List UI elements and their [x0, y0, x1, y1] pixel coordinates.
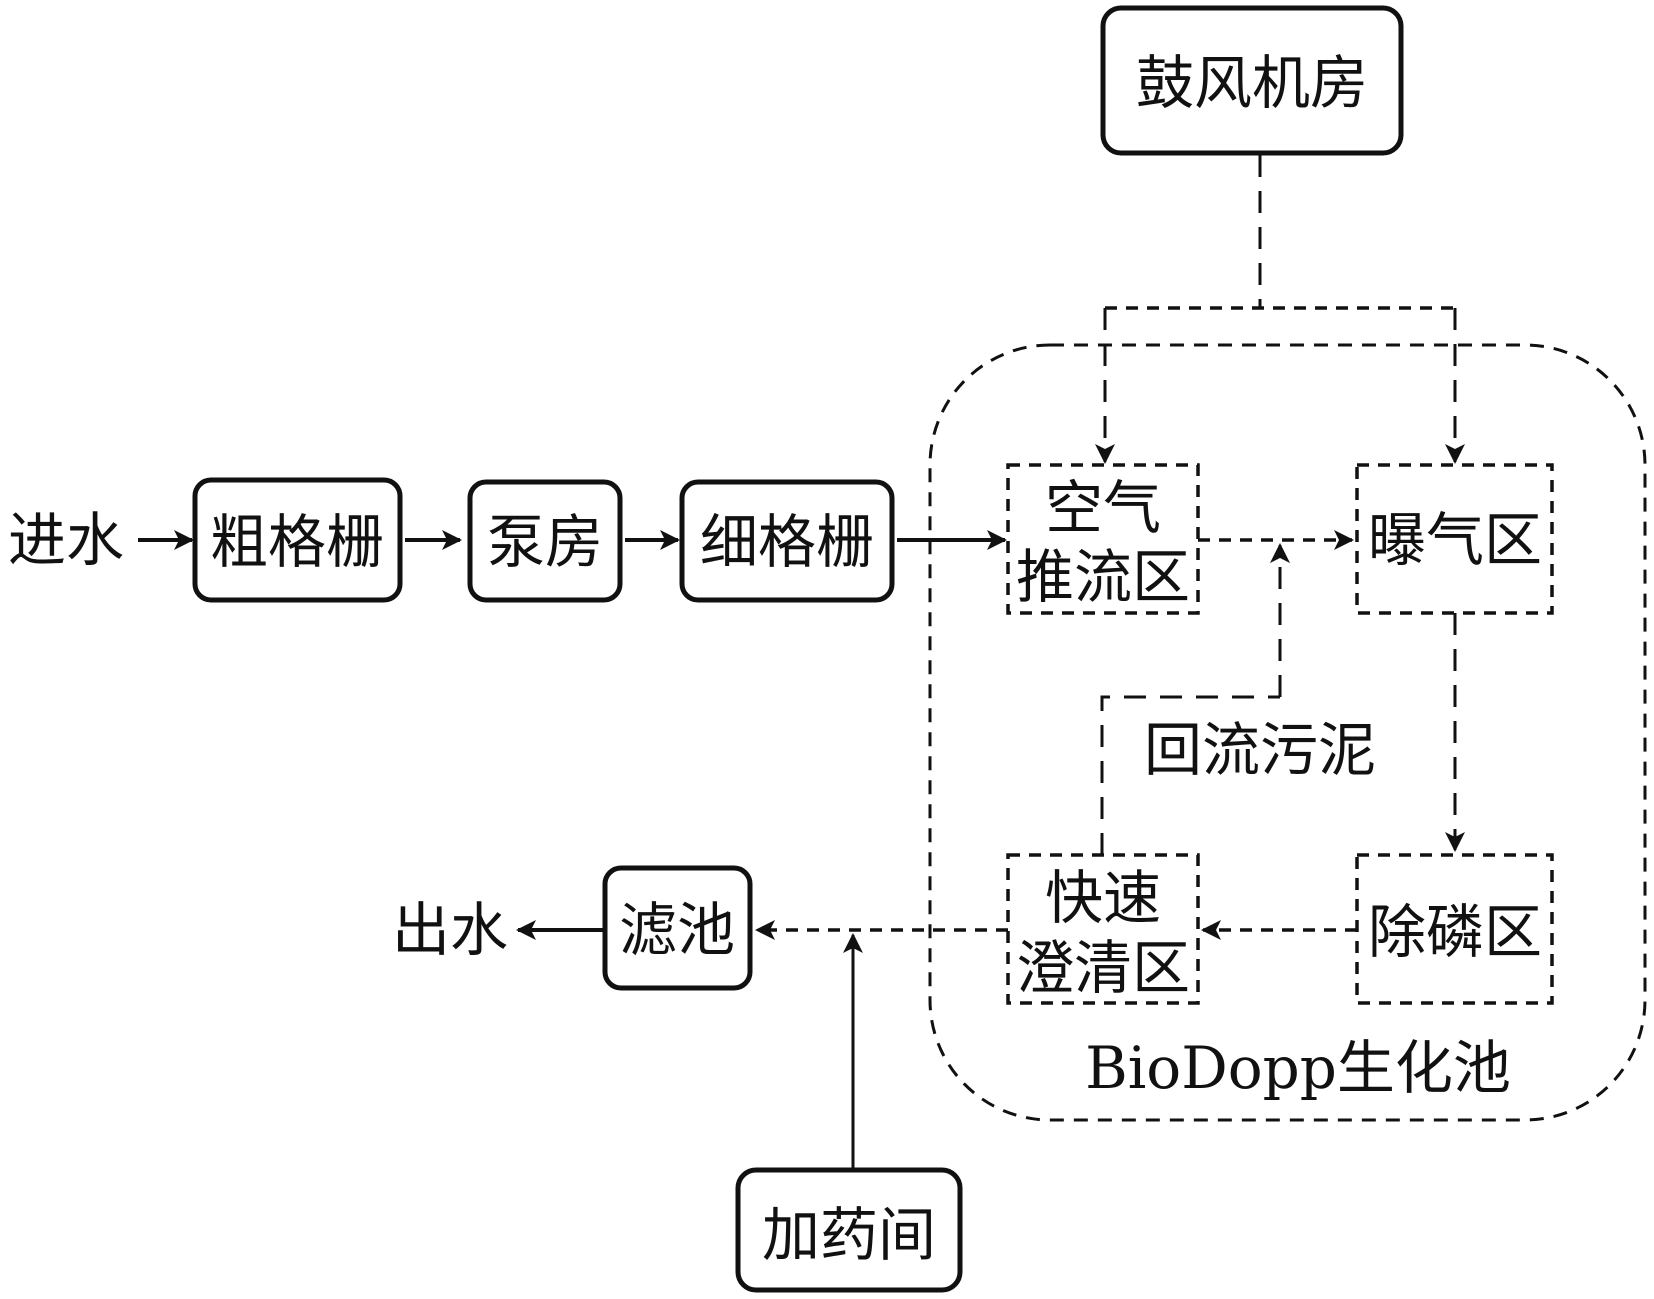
biodopp-pool-boundary — [928, 343, 1647, 1122]
pool-name-label: BioDopp生化池 — [1085, 1034, 1511, 1102]
clarify-zone-label-2: 澄清区 — [1016, 934, 1190, 1002]
aeration-zone-label: 曝气区 — [1368, 506, 1542, 574]
filter-label: 滤池 — [619, 896, 735, 964]
phosphorus-zone-node[interactable]: 除磷区 — [1355, 853, 1554, 1005]
inlet-label: 进水 — [8, 506, 124, 574]
coarse-screen-node[interactable]: 粗格栅 — [192, 477, 403, 603]
air-push-zone-label-2: 推流区 — [1016, 543, 1190, 611]
return-sludge-label: 回流污泥 — [1144, 716, 1376, 784]
return-sludge-line — [1100, 695, 1280, 855]
fine-screen-label: 细格栅 — [700, 508, 874, 576]
pump-house-node[interactable]: 泵房 — [467, 479, 623, 603]
aeration-zone-node[interactable]: 曝气区 — [1355, 463, 1554, 615]
dosing-room-box — [735, 1167, 963, 1293]
clarify-zone-node[interactable]: 快速 澄清区 — [1006, 853, 1200, 1005]
coarse-screen-label: 粗格栅 — [210, 508, 384, 576]
air-push-zone-label-1: 空气 — [1045, 474, 1161, 542]
coarse-screen-box — [192, 477, 403, 603]
air-push-zone-node[interactable]: 空气 推流区 — [1006, 463, 1200, 615]
pump-house-label: 泵房 — [487, 508, 603, 576]
blower-house-label: 鼓风机房 — [1136, 49, 1368, 117]
dosing-room-label: 加药间 — [762, 1201, 936, 1269]
phosphorus-zone-label: 除磷区 — [1368, 898, 1542, 966]
dosing-room-node[interactable]: 加药间 — [735, 1167, 963, 1293]
aeration-zone-box — [1355, 463, 1554, 615]
filter-node[interactable]: 滤池 — [602, 865, 753, 991]
blower-house-node[interactable]: 鼓风机房 — [1100, 5, 1404, 156]
fine-screen-node[interactable]: 细格栅 — [679, 479, 895, 603]
blower-house-box — [1100, 5, 1404, 156]
outlet-label: 出水 — [392, 896, 508, 964]
fine-screen-box — [679, 479, 895, 603]
pump-house-box — [467, 479, 623, 603]
clarify-zone-label-1: 快速 — [1045, 864, 1161, 932]
